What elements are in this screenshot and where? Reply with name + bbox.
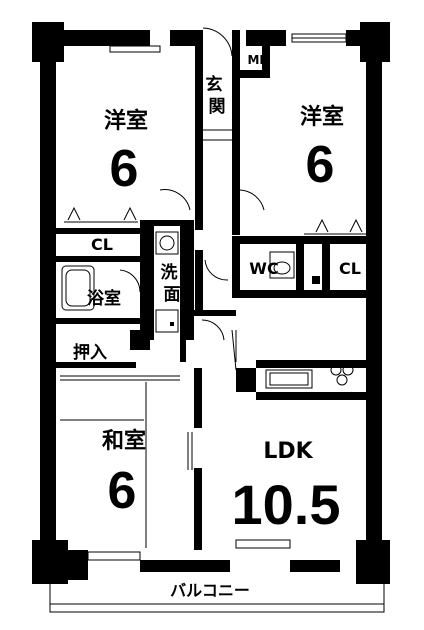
room-western-left-size: 6: [110, 140, 139, 198]
room-ldk-name: LDK: [263, 439, 313, 464]
outer-walls: [32, 22, 390, 584]
washroom-label: 洗 面: [161, 262, 184, 305]
closet-left-label: CL: [91, 235, 113, 254]
balcony-label: バルコニー: [170, 581, 250, 600]
meter-box-label: MB: [247, 53, 268, 67]
balcony: [49, 584, 385, 613]
interior-walls: [56, 30, 366, 550]
toilet-label: WC: [249, 259, 278, 278]
closet-right-label: CL: [339, 259, 361, 278]
room-japanese-name: 和室: [102, 428, 146, 454]
room-japanese-size: 6: [108, 462, 137, 520]
fixtures: [60, 27, 366, 548]
entrance-label: 玄 関: [206, 74, 229, 117]
windows: [87, 33, 347, 561]
room-ldk-size: 10.5: [232, 473, 341, 536]
room-western-right-name: 洋室: [300, 104, 344, 130]
room-western-left-name: 洋室: [104, 108, 148, 134]
storage-label: 押入: [73, 342, 107, 363]
room-western-right-size: 6: [306, 136, 335, 194]
bath-label: 浴室: [87, 288, 121, 309]
